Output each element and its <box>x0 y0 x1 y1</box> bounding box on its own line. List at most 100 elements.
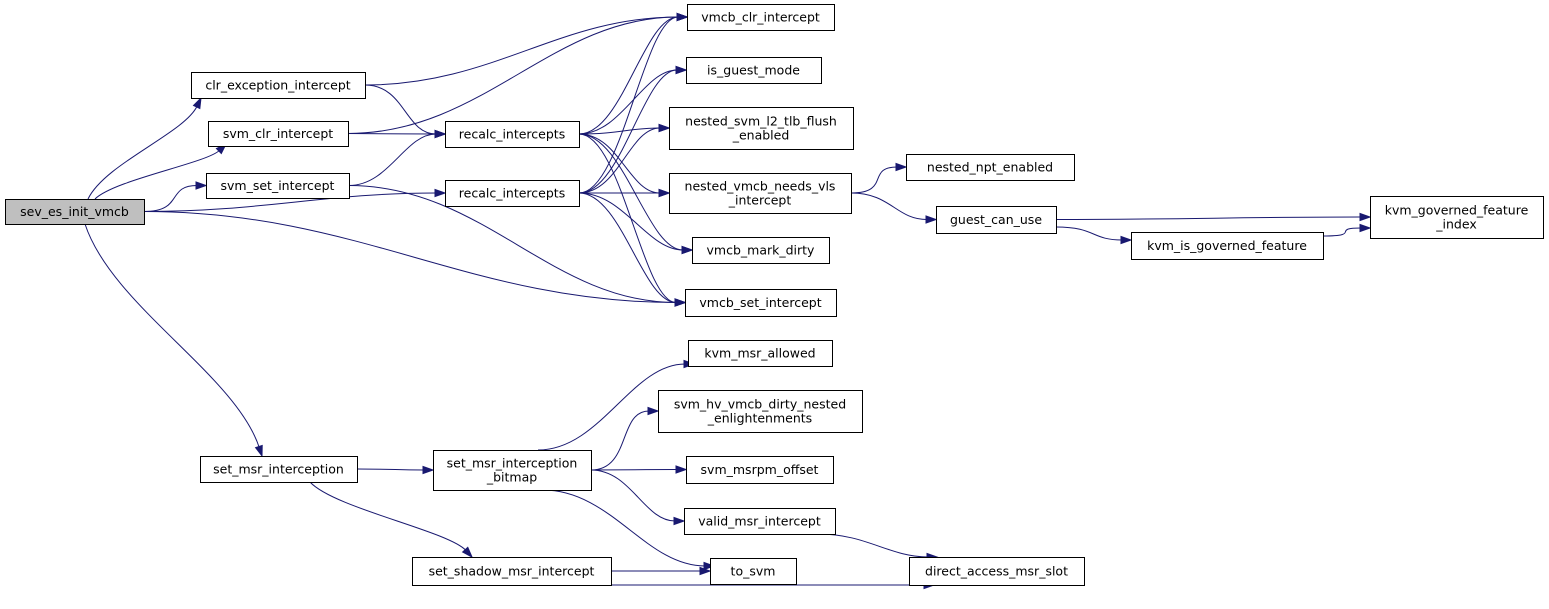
edge-bitmap-to-msrpm <box>590 465 688 474</box>
node-label: _intercept <box>728 193 792 208</box>
node-recalc1[interactable]: recalc_intercepts <box>445 121 580 148</box>
arrow-head <box>422 465 435 475</box>
node-label: _enabled <box>732 128 790 143</box>
edge-valid-to-direct <box>818 533 939 562</box>
node-label: nested_svm_l2_tlb_flush <box>685 114 837 129</box>
edge-sev-to-recalc2 <box>143 188 447 212</box>
node-direct[interactable]: direct_access_msr_slot <box>909 557 1085 586</box>
node-tosvm[interactable]: to_svm <box>710 558 797 585</box>
edge-sev-to-vset <box>143 211 687 307</box>
arrow-head <box>434 129 447 139</box>
edge-guse-to-kvmisg <box>1055 226 1133 245</box>
node-vclr[interactable]: vmcb_clr_intercept <box>687 4 835 31</box>
edge-bitmap-to-tosvm <box>542 489 716 571</box>
node-label: svm_set_intercept <box>221 178 335 193</box>
node-label: is_guest_mode <box>707 63 800 78</box>
arrow-head <box>195 181 208 190</box>
edge-setmsr-to-shadow <box>309 481 474 559</box>
edge-recalc2-to-vdirty <box>578 192 694 255</box>
node-sev[interactable]: sev_es_init_vmcb <box>5 199 145 225</box>
arrow-head <box>925 215 938 224</box>
arrow-head <box>675 65 688 75</box>
arrow-head <box>192 96 202 110</box>
arrow-head <box>1359 223 1372 233</box>
node-label: svm_msrpm_offset <box>701 462 819 477</box>
edge-nvmcb-to-npt <box>850 162 908 194</box>
arrow-head <box>658 123 671 133</box>
node-valid[interactable]: valid_msr_intercept <box>684 508 836 535</box>
node-label: _enlightenments <box>707 411 812 426</box>
edge-svmclr-to-vclr <box>347 12 689 134</box>
node-label: clr_exception_intercept <box>205 78 350 93</box>
arrow-head <box>673 516 686 526</box>
edge-bitmap-to-hvdirty <box>590 406 660 471</box>
node-label: nested_vmcb_needs_vls <box>685 179 836 194</box>
edge-clrex-to-recalc1 <box>364 84 447 139</box>
node-label: svm_clr_intercept <box>223 126 333 141</box>
arrow-head <box>658 188 671 198</box>
node-npt[interactable]: nested_npt_enabled <box>906 154 1075 181</box>
arrow-head <box>1120 235 1133 245</box>
node-label: kvm_is_governed_feature <box>1147 238 1307 253</box>
node-label: guest_can_use <box>950 212 1042 227</box>
node-label: set_msr_interception <box>213 462 344 477</box>
arrow-head <box>699 566 712 576</box>
node-label: svm_hv_vmcb_dirty_nested <box>674 397 846 412</box>
node-label: valid_msr_intercept <box>698 514 821 529</box>
edge-sev-to-clrex <box>87 96 202 200</box>
node-clrex[interactable]: clr_exception_intercept <box>191 72 366 99</box>
node-label: direct_access_msr_slot <box>925 564 1068 579</box>
arrow-head <box>434 188 447 198</box>
node-label: set_msr_interception <box>447 456 578 471</box>
node-label: _index <box>1435 217 1476 232</box>
node-label: vmcb_set_intercept <box>699 295 821 310</box>
edge-recalc2-to-nvmcb <box>579 188 671 198</box>
edge-nvmcb-to-guse <box>850 192 938 224</box>
edge-svmclr-to-recalc1 <box>347 129 447 139</box>
edge-sev-to-setmsr <box>84 223 263 458</box>
node-setmsr[interactable]: set_msr_interception <box>200 456 358 483</box>
node-label: kvm_msr_allowed <box>704 346 815 361</box>
edge-shadow-to-tosvm <box>610 566 712 576</box>
node-isguest[interactable]: is_guest_mode <box>686 57 822 84</box>
edge-recalc2-to-vset <box>578 192 687 307</box>
node-guse[interactable]: guest_can_use <box>936 206 1057 234</box>
node-svmclr[interactable]: svm_clr_intercept <box>208 121 349 147</box>
node-label: sev_es_init_vmcb <box>20 204 129 219</box>
node-svmset[interactable]: svm_set_intercept <box>206 173 350 199</box>
node-hvdirty[interactable]: svm_hv_vmcb_dirty_nested_enlightenments <box>658 390 863 433</box>
arrow-head <box>676 12 689 22</box>
node-label: to_svm <box>731 564 776 579</box>
node-msrpm[interactable]: svm_msrpm_offset <box>686 456 834 484</box>
edge-guse-to-kvmgfi <box>1055 212 1372 222</box>
node-kvmisg[interactable]: kvm_is_governed_feature <box>1131 232 1324 260</box>
node-kvmgfi[interactable]: kvm_governed_feature_index <box>1370 196 1544 239</box>
arrow-head <box>675 465 688 474</box>
node-nvmcb[interactable]: nested_vmcb_needs_vls_intercept <box>669 173 852 214</box>
node-label: vmcb_mark_dirty <box>707 243 816 258</box>
node-label: nested_npt_enabled <box>927 160 1053 175</box>
node-shadow[interactable]: set_shadow_msr_intercept <box>412 557 612 586</box>
edge-recalc2-to-isguest <box>578 65 688 194</box>
arrow-head <box>674 298 687 307</box>
node-label: recalc_intercepts <box>459 186 565 201</box>
edge-bitmap-to-valid <box>590 469 686 526</box>
node-vdirty[interactable]: vmcb_mark_dirty <box>692 237 830 264</box>
edge-recalc2-to-nl2 <box>578 123 671 194</box>
edge-svmset-to-recalc1 <box>348 129 447 186</box>
edge-setmsr-to-bitmap <box>356 465 435 475</box>
node-kvmmsr[interactable]: kvm_msr_allowed <box>688 340 833 367</box>
node-bitmap[interactable]: set_msr_interception_bitmap <box>433 450 592 491</box>
arrow-head <box>461 546 474 559</box>
arrow-head <box>1359 212 1372 222</box>
node-label: kvm_governed_feature <box>1385 203 1529 218</box>
node-label: set_shadow_msr_intercept <box>429 564 595 579</box>
node-vset[interactable]: vmcb_set_intercept <box>685 289 837 317</box>
node-nl2[interactable]: nested_svm_l2_tlb_flush_enabled <box>669 107 854 150</box>
node-recalc2[interactable]: recalc_intercepts <box>445 180 580 207</box>
edge-recalc2-to-vclr <box>578 12 689 194</box>
arrow-head <box>254 444 263 458</box>
node-label: recalc_intercepts <box>459 127 565 142</box>
arrow-head <box>895 162 908 172</box>
